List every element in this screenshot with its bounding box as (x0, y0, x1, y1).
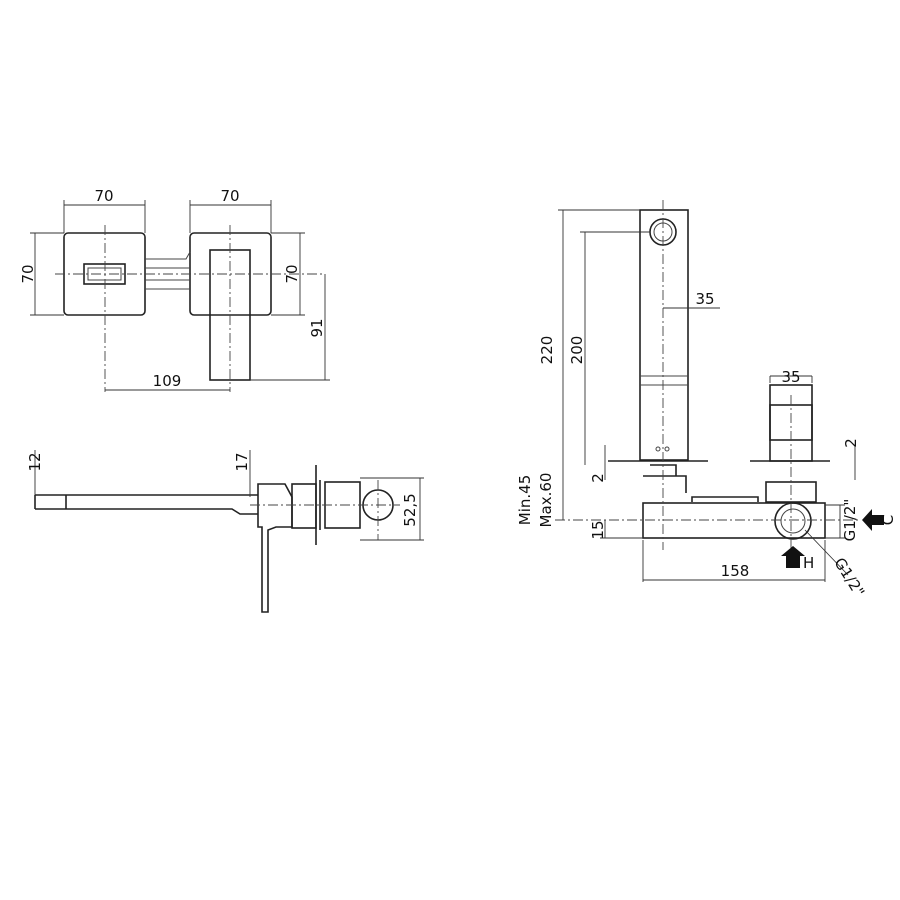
front-view: 70 70 70 70 91 109 (19, 187, 330, 392)
dim-total-height: 220 (538, 336, 556, 365)
dim-handle-drop: 91 (308, 318, 326, 337)
dim-body-length: 158 (721, 562, 750, 580)
wall-flange (315, 465, 321, 545)
dim-center-distance: 109 (153, 372, 182, 390)
hot-arrow-icon (781, 546, 805, 568)
dim-plate-left: 2 (589, 473, 607, 483)
dim-width-right: 70 (220, 187, 239, 205)
dim-valve-width: 35 (781, 368, 800, 386)
connector-pipe (145, 251, 191, 290)
dim-valve-depth: 52,5 (401, 493, 419, 526)
cold-label: C (879, 515, 897, 525)
thread-cold: G1/2" (841, 499, 859, 542)
dim-width-left: 70 (94, 187, 113, 205)
dim-pipe-offset: 15 (589, 520, 607, 539)
dim-spout-width: 35 (695, 290, 714, 308)
dim-depth-max: Max.60 (537, 473, 555, 528)
section-view: 220 200 35 35 2 2 Min.45 Max.60 15 158 G… (516, 200, 897, 600)
mixer-body-lever (257, 483, 293, 613)
spout-outlet (83, 263, 126, 285)
dim-body-offset: 17 (233, 452, 251, 471)
dim-height-left: 70 (19, 264, 37, 283)
dim-depth-min: Min.45 (516, 475, 534, 525)
spout (34, 494, 258, 515)
side-view: 12 17 52,5 (26, 450, 424, 613)
dim-plate-right: 2 (842, 438, 860, 448)
hot-label: H (803, 554, 814, 572)
dim-spout-height: 12 (26, 452, 44, 471)
in-wall-body (642, 502, 826, 539)
spout-column (639, 209, 689, 461)
dim-height-right: 70 (283, 264, 301, 283)
hot-inlet-circle (774, 502, 812, 540)
cold-arrow-icon (862, 509, 884, 531)
thread-hot: G1/2" (830, 554, 868, 600)
dim-spout-height: 200 (568, 336, 586, 365)
